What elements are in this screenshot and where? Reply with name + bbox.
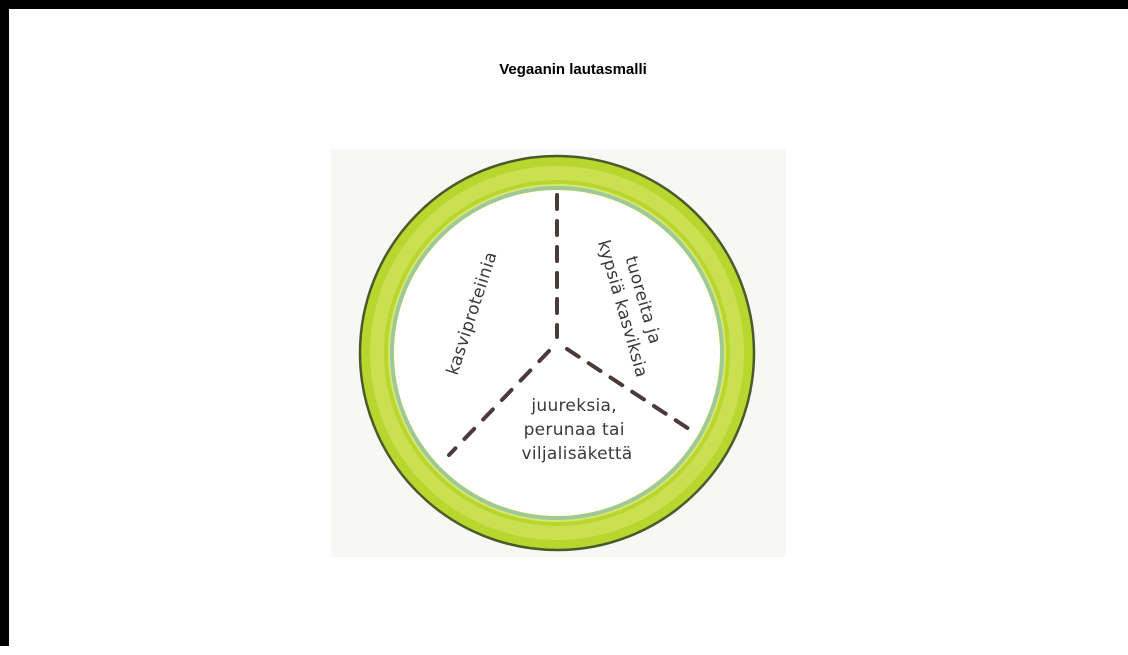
plate-center <box>394 190 720 516</box>
plate-diagram: kasviproteiinia tuoreita ja kypsiä kasvi… <box>9 9 1128 655</box>
sector-label-roots: juureksia, perunaa tai viljalisäkettä <box>521 396 632 464</box>
